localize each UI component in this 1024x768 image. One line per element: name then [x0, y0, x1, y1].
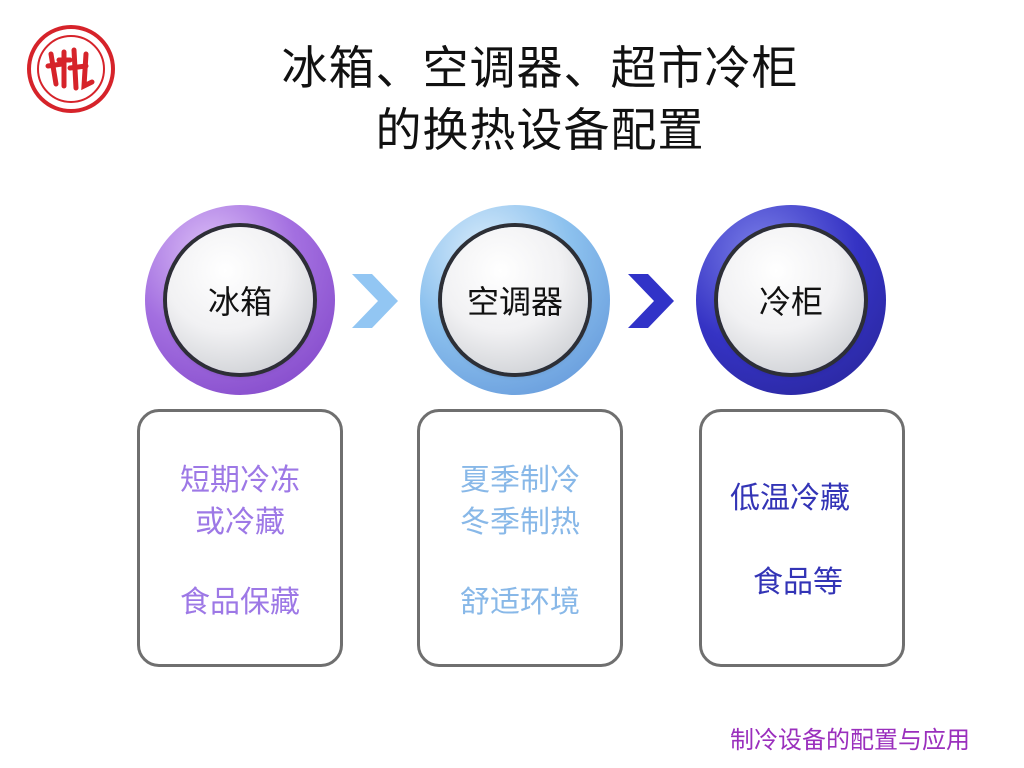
- chevron-right-icon: [628, 274, 674, 328]
- step-label-freezer-cabinet: 冷柜: [758, 283, 823, 321]
- step-description-box-fridge: 短期冷冻 或冷藏 食品保藏: [137, 409, 343, 667]
- desc-text: 舒适环境: [460, 585, 580, 620]
- footer-caption: 制冷设备的配置与应用: [730, 726, 970, 754]
- step-circle-air-conditioner: 空调器: [420, 205, 610, 395]
- chevron-right-icon: [352, 274, 398, 328]
- step-label-air-conditioner: 空调器: [466, 283, 563, 321]
- desc-text: 食品保藏: [180, 585, 300, 620]
- step-description-box-freezer-cabinet: 低温冷藏 食品等: [699, 409, 905, 667]
- step-description-box-air-conditioner: 夏季制冷 冬季制热 舒适环境: [417, 409, 623, 667]
- desc-text: 夏季制冷: [460, 463, 580, 498]
- page-title-line-1: 冰箱、空调器、超市冷柜: [281, 41, 799, 95]
- desc-text: 或冷藏: [195, 505, 285, 540]
- step-label-fridge: 冰箱: [207, 283, 272, 321]
- step-circle-fridge: 冰箱: [145, 205, 335, 395]
- desc-text: 短期冷冻: [180, 463, 300, 498]
- desc-text: 冬季制热: [460, 505, 580, 540]
- step-circle-freezer-cabinet: 冷柜: [696, 205, 886, 395]
- desc-text: 食品等: [753, 565, 843, 600]
- desc-text: 低温冷藏: [730, 481, 850, 516]
- seal-logo: [27, 25, 115, 113]
- page-title-line-2: 的换热设备配置: [375, 103, 705, 157]
